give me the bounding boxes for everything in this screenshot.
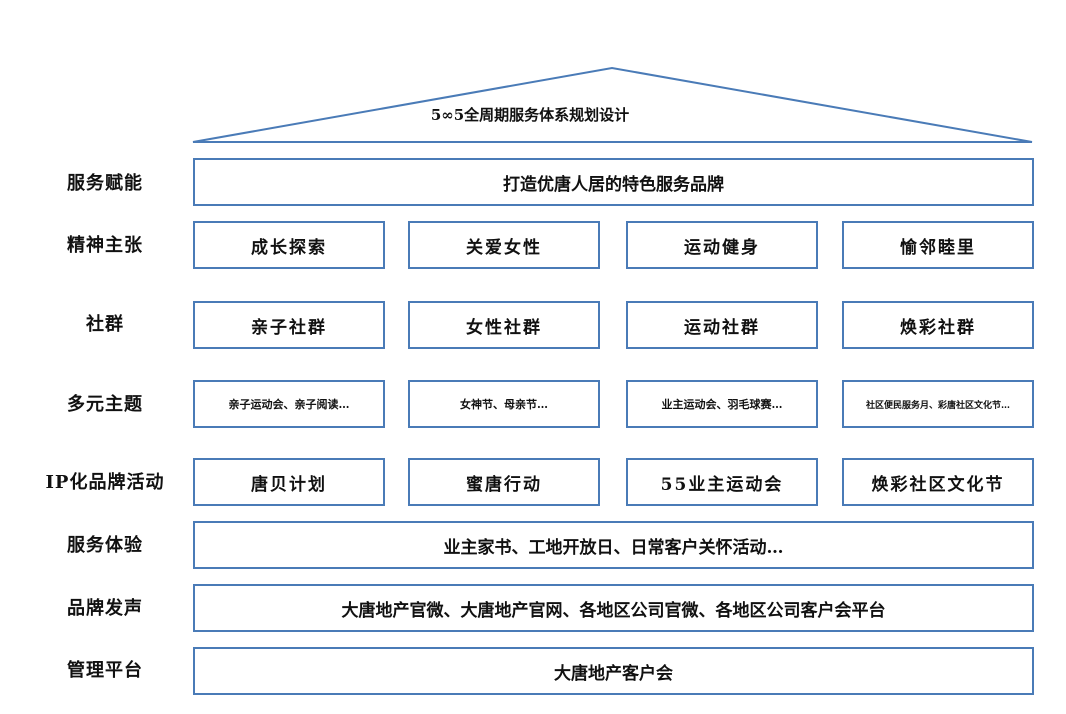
roof-triangle: [192, 66, 1033, 143]
box-community-4: 焕彩社群: [842, 301, 1034, 349]
row-label-community: 社群: [86, 314, 124, 335]
box-service-experience: 业主家书、工地开放日、日常客户关怀活动…: [193, 521, 1034, 569]
box-theme-1: 亲子运动会、亲子阅读…: [193, 380, 385, 428]
box-spirit-1: 成长探索: [193, 221, 385, 269]
box-community-3: 运动社群: [626, 301, 818, 349]
box-ip-4: 焕彩社区文化节: [842, 458, 1034, 506]
box-spirit-4: 愉邻睦里: [842, 221, 1034, 269]
box-theme-2: 女神节、母亲节…: [408, 380, 600, 428]
row-label-service-experience: 服务体验: [67, 535, 143, 556]
row-label-service-empowerment: 服务赋能: [67, 173, 143, 194]
row-label-management-platform: 管理平台: [67, 660, 143, 681]
box-spirit-3: 运动健身: [626, 221, 818, 269]
row-label-brand-voice: 品牌发声: [67, 598, 143, 619]
box-brand-voice: 大唐地产官微、大唐地产官网、各地区公司官微、各地区公司客户会平台: [193, 584, 1034, 632]
roof-title: 5∞5全周期服务体系规划设计: [430, 106, 630, 124]
box-management-platform: 大唐地产客户会: [193, 647, 1034, 695]
box-ip-1: 唐贝计划: [193, 458, 385, 506]
box-service-empowerment: 打造优唐人居的特色服务品牌: [193, 158, 1034, 206]
box-theme-3: 业主运动会、羽毛球赛…: [626, 380, 818, 428]
box-theme-4: 社区便民服务月、彩唐社区文化节…: [842, 380, 1034, 428]
row-label-spirit: 精神主张: [67, 235, 143, 256]
box-community-2: 女性社群: [408, 301, 600, 349]
box-spirit-2: 关爱女性: [408, 221, 600, 269]
row-label-ip-activities: IP化品牌活动: [45, 472, 165, 493]
box-ip-2: 蜜唐行动: [408, 458, 600, 506]
box-ip-3: 55业主运动会: [626, 458, 818, 506]
row-label-themes: 多元主题: [67, 394, 143, 415]
box-community-1: 亲子社群: [193, 301, 385, 349]
